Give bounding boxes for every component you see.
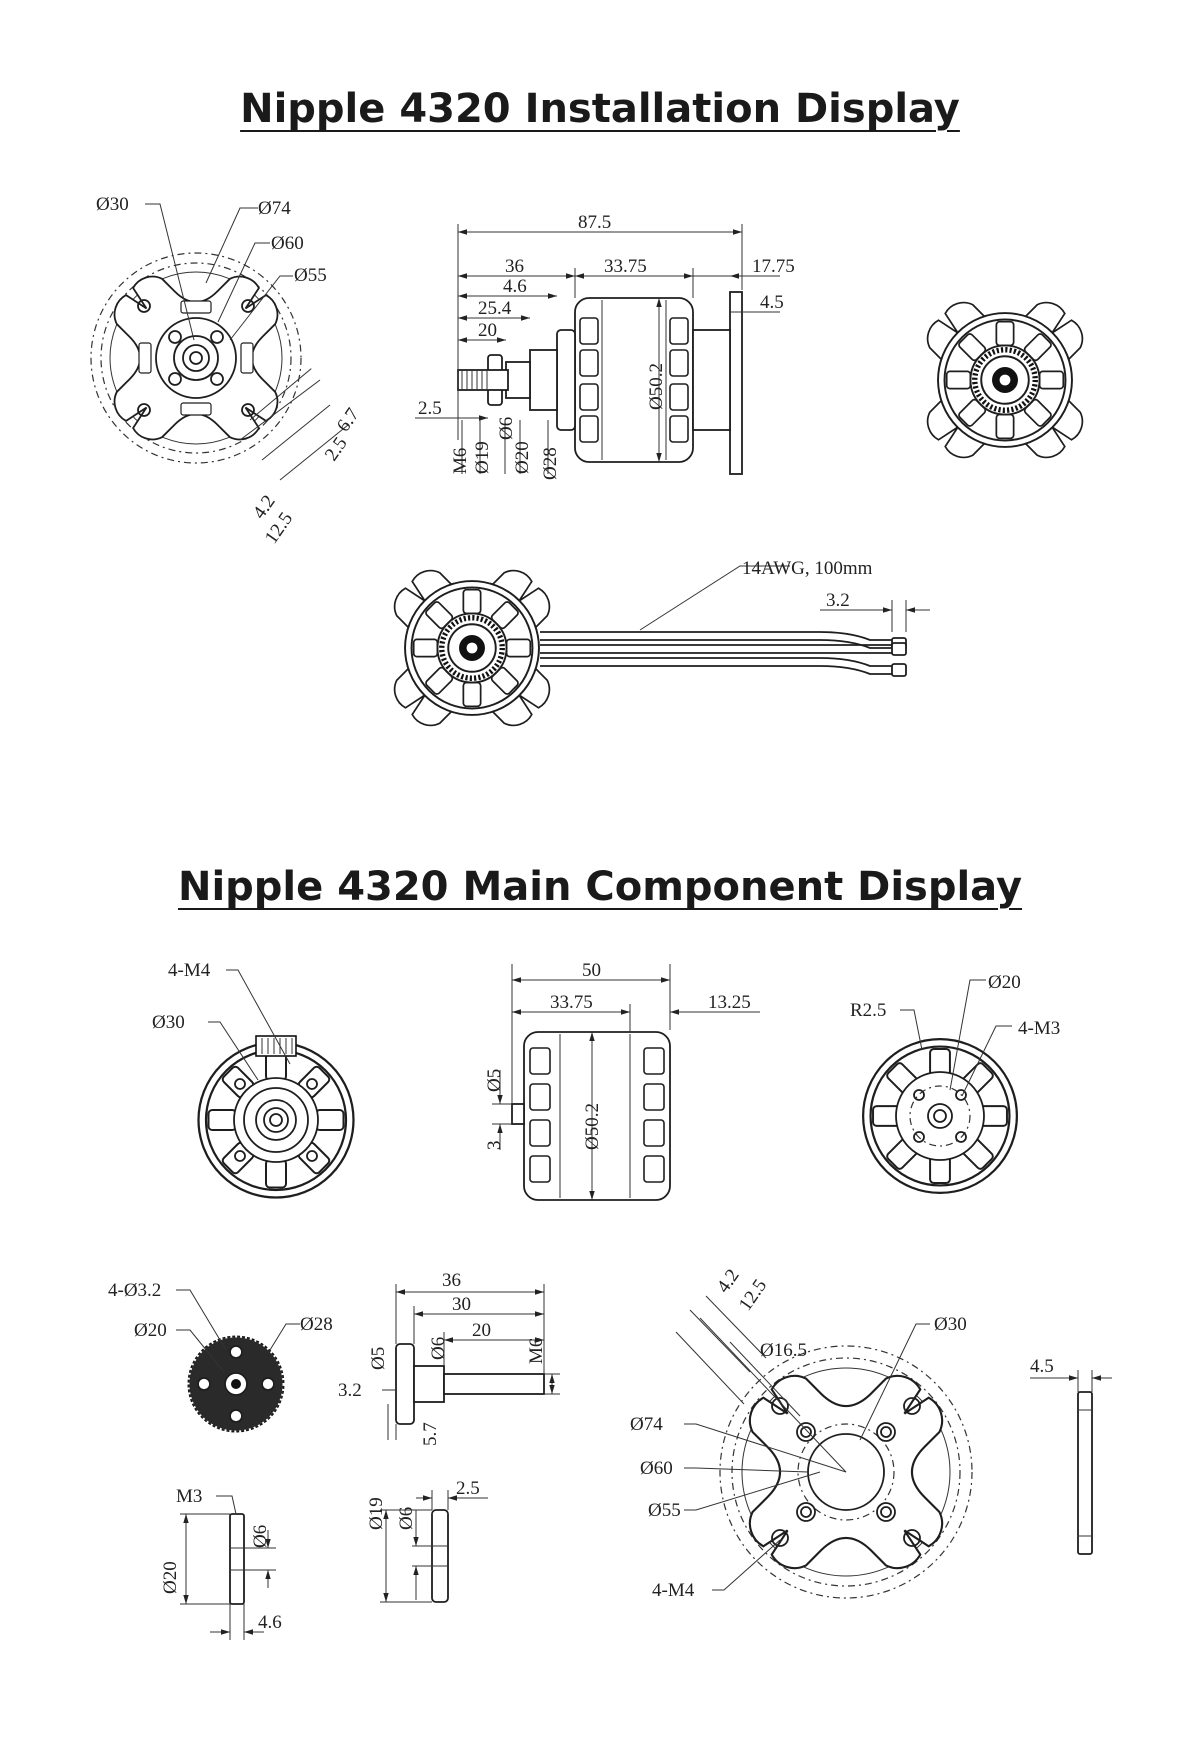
comp-prop-adapter: 4-Ø3.2 Ø20 Ø28 [108, 1280, 333, 1434]
adapter-holes: 4-Ø3.2 [108, 1280, 161, 1301]
washer-d2-5: 2.5 [456, 1478, 480, 1499]
mount-d60: Ø60 [640, 1458, 673, 1479]
washer-phi19: Ø19 [366, 1497, 387, 1530]
side-d33-75-b: 33.75 [550, 992, 593, 1013]
rotor-m4: 4-M4 [168, 960, 211, 981]
comp-nut: M3 Ø6 Ø20 4.6 [160, 1486, 282, 1640]
nut-phi20: Ø20 [160, 1561, 181, 1594]
shaft-phi5: Ø5 [368, 1347, 389, 1370]
shaft-d36: 36 [442, 1270, 461, 1291]
side-d4-5: 4.5 [760, 292, 784, 313]
install-side-view: 87.5 36 33.75 17.75 4.6 25.4 20 4.5 2.5 … [415, 212, 795, 480]
side-phi6: Ø6 [496, 417, 517, 440]
nut-m3: M3 [176, 1486, 202, 1507]
rotor-d30: Ø30 [152, 1012, 185, 1033]
shaft-phi6: Ø6 [428, 1337, 449, 1360]
shaft-d5-7: 5.7 [420, 1422, 441, 1446]
base-r2-5: R2.5 [850, 1000, 886, 1021]
comp-shaft: 36 30 20 Ø5 Ø6 M6 3.2 5.7 [338, 1270, 560, 1446]
install-d6-7: 6.7 [333, 404, 364, 435]
side-phi50-2-b: Ø50.2 [582, 1103, 603, 1150]
comp-side-view: 50 33.75 13.25 Ø5 3 Ø50.2 [484, 960, 760, 1201]
base-d20: Ø20 [988, 972, 1021, 993]
install-front-view: Ø30 Ø74 Ø60 Ø55 6.7 2.5 4.2 12.5 [60, 194, 364, 548]
side-d2-5: 2.5 [418, 398, 442, 419]
shaft-d3-2: 3.2 [338, 1380, 362, 1401]
install-d60: Ø60 [271, 233, 304, 254]
wire-cable-label: 14AWG, 100mm [742, 558, 873, 579]
shaft-d20: 20 [472, 1320, 491, 1341]
nut-phi6: Ø6 [250, 1525, 271, 1548]
washer-phi6: Ø6 [396, 1507, 417, 1530]
side-d25-4: 25.4 [478, 298, 512, 319]
install-d30: Ø30 [96, 194, 129, 215]
wire-d3-2: 3.2 [826, 590, 850, 611]
mount-m4: 4-M4 [652, 1580, 695, 1601]
shaft-d30: 30 [452, 1294, 471, 1315]
side-phi50-2: Ø50.2 [646, 363, 667, 410]
mount-d30: Ø30 [934, 1314, 967, 1335]
comp-base-view: R2.5 Ø20 4-M3 [850, 972, 1060, 1193]
side-phi20: Ø20 [512, 441, 533, 474]
side-d13-25: 13.25 [708, 992, 751, 1013]
install-d55: Ø55 [294, 265, 327, 286]
plate-d4-5: 4.5 [1030, 1356, 1054, 1377]
side-d50: 50 [582, 960, 601, 981]
install-rear-view [876, 251, 1134, 509]
side-d20: 20 [478, 320, 497, 341]
side-overall-87-5: 87.5 [578, 212, 611, 233]
base-m3: 4-M3 [1018, 1018, 1060, 1039]
comp-rotor-view: 4-M4 Ø30 [152, 960, 354, 1198]
nut-d4-6: 4.6 [258, 1612, 282, 1633]
install-d2-5: 2.5 [321, 433, 352, 464]
side-m6: M6 [450, 448, 471, 474]
mount-d4-2: 4.2 [713, 1265, 744, 1297]
comp-washer: Ø19 Ø6 2.5 [366, 1478, 488, 1603]
side-phi19: Ø19 [472, 441, 493, 474]
installation-title: Nipple 4320 Installation Display [240, 86, 960, 132]
comp-plate: 4.5 [1030, 1356, 1112, 1555]
install-wire-view: 14AWG, 100mm 3.2 [343, 519, 930, 777]
install-d74: Ø74 [258, 198, 291, 219]
mount-d55: Ø55 [648, 1500, 681, 1521]
adapter-d28: Ø28 [300, 1314, 333, 1335]
shaft-m6: M6 [526, 1338, 547, 1364]
side-phi28: Ø28 [540, 447, 561, 480]
side-d4-6: 4.6 [503, 276, 527, 297]
main-component-title: Nipple 4320 Main Component Display [177, 864, 1023, 910]
side-phi5: Ø5 [484, 1069, 505, 1092]
mount-d74: Ø74 [630, 1414, 663, 1435]
mount-d16-5: Ø16.5 [760, 1340, 807, 1361]
comp-mount: 4.2 12.5 Ø16.5 Ø30 Ø74 Ø60 Ø55 4-M4 [630, 1265, 1006, 1632]
side-d3: 3 [484, 1141, 505, 1151]
side-d36: 36 [505, 256, 524, 277]
side-d33-75: 33.75 [604, 256, 647, 277]
adapter-d20: Ø20 [134, 1320, 167, 1341]
side-d17-75: 17.75 [752, 256, 795, 277]
